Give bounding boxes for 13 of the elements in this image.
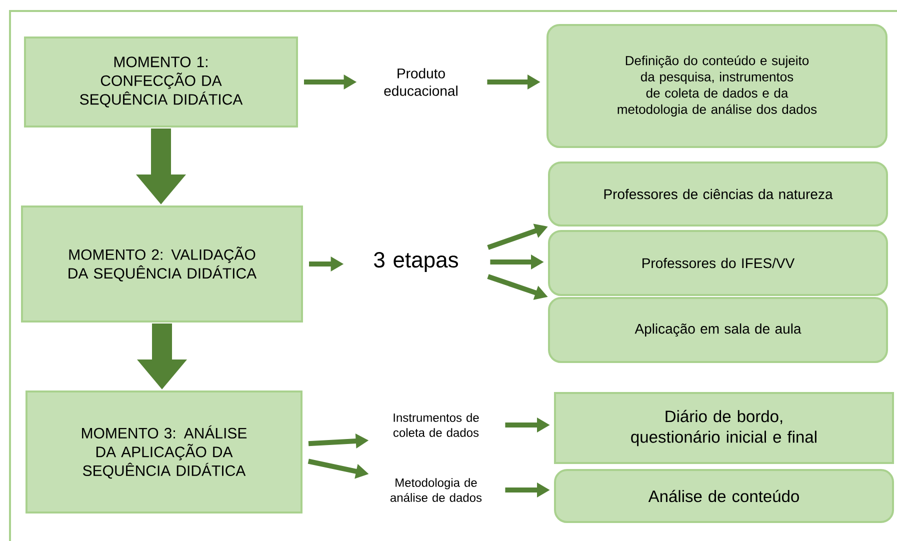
stage-box: Diário de bordo, questionário inicial e final — [554, 392, 894, 464]
stage-box: MOMENTO 3: ANÁLISE DA APLICAÇÃO DA SEQUÊNCIA DIDÁTICA — [26, 390, 302, 514]
stage-box: MOMENTO 1: CONFECÇÃO DA SEQUÊNCIA DIDÁTICA — [24, 36, 298, 128]
result-box: Professores de ciências da natureza — [548, 162, 888, 226]
result-box: Aplicação em sala de aula — [548, 297, 888, 363]
step-label: Metodologia de análise de dados — [390, 478, 482, 502]
result-box: Definição do conteúdo e sujeito da pesquisa, instrumentos de coleta de dados e da metodologia de análise dos dados — [546, 24, 888, 148]
step-label: Produto educacional — [384, 68, 458, 96]
result-box: Análise de conteúdo — [554, 469, 894, 523]
stage-box: MOMENTO 2: VALIDAÇÃO DA SEQUÊNCIA DIDÁTICA — [21, 206, 303, 322]
result-box: Professores do IFES/VV — [548, 230, 888, 296]
step-label: 3 etapas — [374, 252, 458, 272]
step-label: Instrumentos de coleta de dados — [393, 413, 479, 437]
